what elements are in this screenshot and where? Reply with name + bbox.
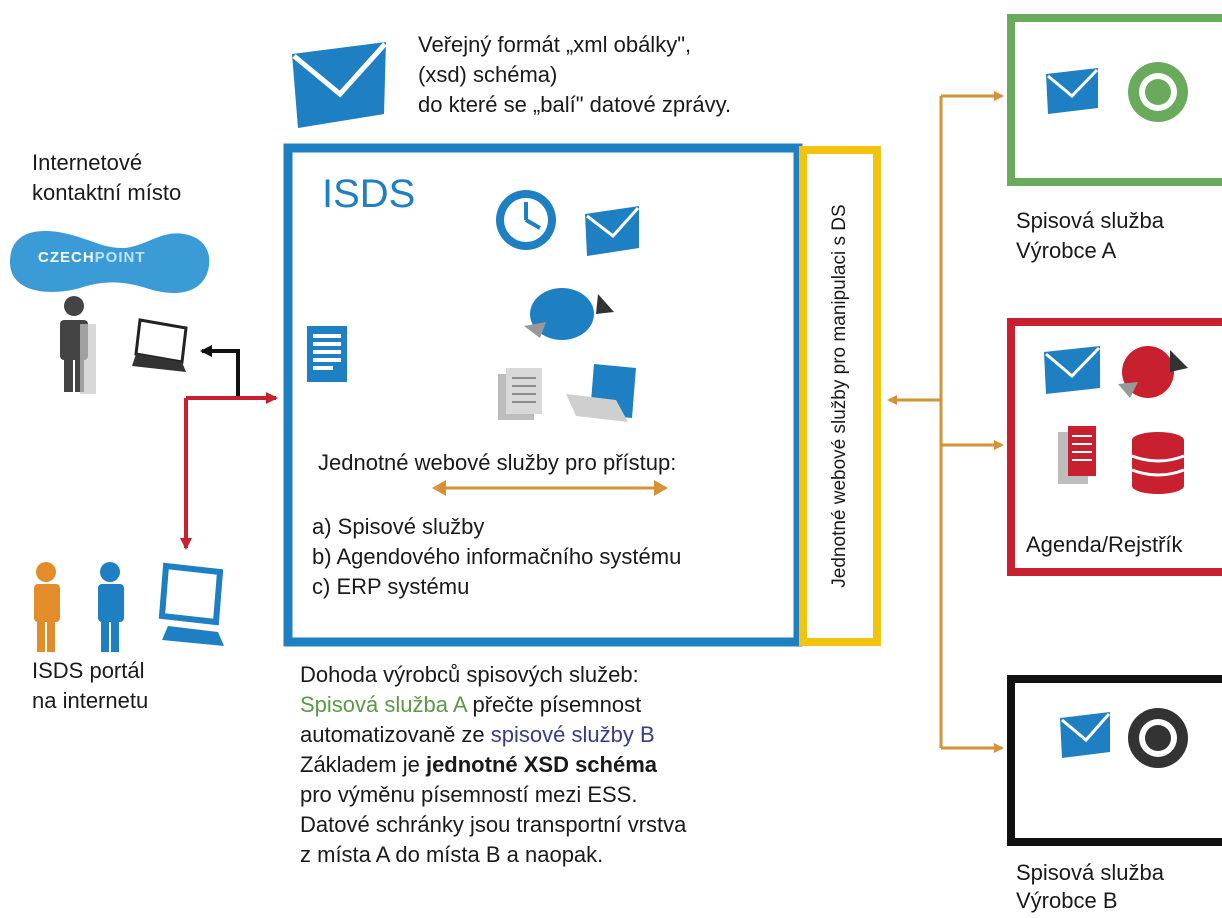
webservices-frame xyxy=(799,146,881,646)
producer-b-frame xyxy=(1007,675,1222,846)
czechpoint-logo xyxy=(10,231,210,293)
laptop-icon xyxy=(132,318,188,372)
producer-a-label-line2: Výrobce A xyxy=(1016,238,1117,263)
agreement-line2-rest: přečte písemnost xyxy=(466,692,642,717)
isds-title: ISDS xyxy=(322,172,416,216)
orange-connectors xyxy=(887,91,1004,753)
envelope-icon xyxy=(1044,346,1101,394)
isds-frame xyxy=(283,143,803,647)
folder-icon xyxy=(566,364,636,422)
envelope-icon xyxy=(1046,68,1099,114)
agreement-line1: Dohoda výrobců spisových služeb: xyxy=(300,662,639,687)
envelope-note-line2: (xsd) schéma) xyxy=(418,62,558,87)
portal-label-line1: ISDS portál xyxy=(32,658,145,683)
access-heading: Jednotné webové služby pro přístup: xyxy=(318,450,677,475)
envelope-icon xyxy=(1060,712,1111,758)
access-item-a: a) Spisové služby xyxy=(312,514,485,539)
envelope-icon xyxy=(585,206,640,256)
producer-b-highlight: spisové služby B xyxy=(490,722,655,747)
envelope-icon xyxy=(292,42,387,128)
envelope-note-line1: Veřejný formát „xml obálky", xyxy=(418,32,692,57)
czechpoint-logo-point: POINT xyxy=(94,249,146,266)
agreement-line3-start: automatizovaně ze xyxy=(300,722,491,747)
agreement-line4-start: Základem je xyxy=(300,752,426,777)
producer-a-frame xyxy=(1007,14,1222,186)
sync-icon xyxy=(1118,346,1188,398)
access-item-c: c) ERP systému xyxy=(312,574,470,599)
person-icon xyxy=(34,562,60,652)
sync-icon xyxy=(1128,708,1188,768)
left-connectors xyxy=(180,345,278,550)
producer-a-label-line1: Spisová služba xyxy=(1016,208,1164,233)
agenda-label: Agenda/Rejstřík xyxy=(1026,532,1183,557)
webservices-vertical-label: Jednotné webové služby pro manipulaci s … xyxy=(829,204,850,588)
clock-icon xyxy=(496,190,556,250)
agreement-line2: Spisová služba A přečte písemnost xyxy=(300,690,641,720)
czechpoint-logo-czech: CZECH xyxy=(38,249,95,266)
contact-label-line1: Internetové xyxy=(32,150,143,175)
xsd-schema-emphasis: jednotné XSD schéma xyxy=(425,752,658,777)
monitor-icon xyxy=(158,562,224,646)
agreement-line6: Datové schránky jsou transportní vrstva xyxy=(300,812,687,837)
agreement-line4: Základem je jednotné XSD schéma xyxy=(300,750,657,780)
documents-icon xyxy=(498,368,542,420)
czechpoint-logo-text: CZECHPOINT xyxy=(38,249,146,266)
database-icon xyxy=(1131,432,1185,494)
sync-icon xyxy=(524,288,614,340)
person-icon xyxy=(98,562,124,652)
agreement-line3: automatizovaně ze spisové služby B xyxy=(300,720,655,750)
agreement-line5: pro výměnu písemností mezi ESS. xyxy=(300,782,638,807)
contact-label-line2: kontaktní místo xyxy=(32,180,182,205)
sync-icon xyxy=(1128,62,1188,122)
access-item-b: b) Agendového informačního systému xyxy=(312,544,682,569)
window-icon xyxy=(307,326,347,382)
agreement-line7: z místa A do místa B a naopak. xyxy=(300,842,604,867)
portal-label-line2: na internetu xyxy=(32,688,149,713)
access-double-arrow xyxy=(432,480,668,496)
person-icon xyxy=(60,296,96,394)
producer-a-highlight: Spisová služba A xyxy=(300,692,467,717)
envelope-note-line3: do které se „balí" datové zprávy. xyxy=(418,92,732,117)
producer-b-label-line2: Výrobce B xyxy=(1016,888,1118,913)
agenda-frame xyxy=(1007,318,1222,576)
documents-icon xyxy=(1058,426,1096,484)
producer-b-label-line1: Spisová služba xyxy=(1016,860,1164,885)
